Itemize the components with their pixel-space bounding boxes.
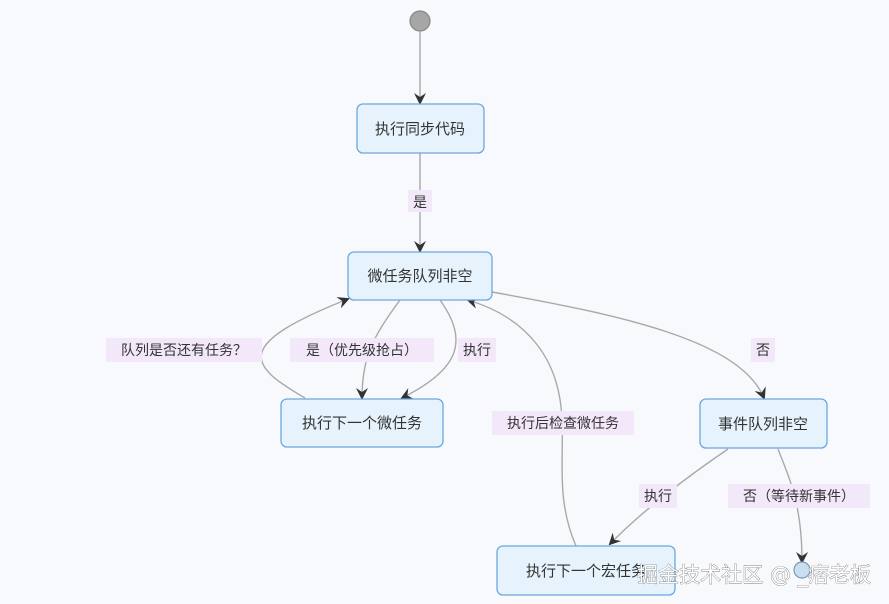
edge-label-execute-macro-text: 执行: [644, 489, 672, 505]
edge-micro-to-next-micro-execute: [400, 299, 457, 399]
edge-label-sync-to-micro-text: 是: [413, 195, 427, 211]
edge-label-wait: 否（等待新事件）: [728, 484, 870, 508]
end-state-dot: [793, 561, 811, 579]
edge-label-check-after-text: 执行后检查微任务: [507, 416, 619, 432]
node-event-queue[interactable]: 事件队列非空: [699, 398, 828, 449]
node-sync-label: 执行同步代码: [375, 120, 465, 138]
edge-label-no-text: 否: [756, 343, 770, 359]
node-micro-queue-label: 微任务队列非空: [367, 267, 472, 285]
edge-label-execute-micro-text: 执行: [463, 343, 491, 359]
edge-label-loop-back-text: 队列是否还有任务？: [121, 343, 247, 359]
edge-label-sync-to-micro: 是: [408, 190, 432, 212]
node-event-queue-label: 事件队列非空: [718, 415, 808, 433]
node-next-macro-label: 执行下一个宏任务: [526, 562, 646, 580]
edge-label-priority-text: 是（优先级抢占）: [306, 342, 418, 359]
edge-label-check-after: 执行后检查微任务: [492, 411, 634, 435]
start-state-dot: [409, 10, 431, 32]
edge-label-wait-text: 否（等待新事件）: [743, 488, 855, 505]
node-sync[interactable]: 执行同步代码: [356, 103, 485, 154]
node-next-micro[interactable]: 执行下一个微任务: [280, 398, 444, 448]
watermark-text: 掘金技术社区 @ _痞老板: [637, 563, 871, 588]
edge-label-priority: 是（优先级抢占）: [290, 338, 434, 362]
edge-label-execute-micro: 执行: [458, 338, 496, 362]
node-micro-queue[interactable]: 微任务队列非空: [347, 251, 493, 301]
node-next-macro[interactable]: 执行下一个宏任务: [496, 545, 676, 596]
edge-label-no: 否: [751, 338, 775, 362]
edge-label-loop-back: 队列是否还有任务？: [106, 338, 262, 362]
edge-label-execute-macro: 执行: [639, 484, 677, 508]
edge-micro-to-event-queue: [491, 291, 766, 400]
node-next-micro-label: 执行下一个微任务: [302, 414, 422, 432]
